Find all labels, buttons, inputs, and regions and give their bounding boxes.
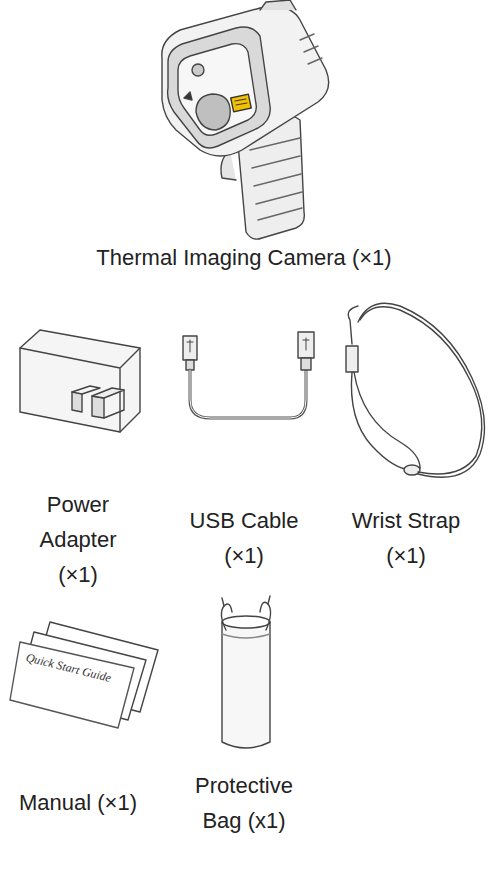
thermal-camera — [162, 0, 329, 239]
item-label: Protective Bag (x1) — [188, 768, 300, 838]
item-label: USB Cable (×1) — [179, 503, 309, 573]
item-label: Thermal Imaging Camera (×1) — [34, 240, 454, 275]
item-label: Manual (×1) — [18, 785, 138, 820]
protective-bag — [221, 596, 270, 748]
item-label: Power Adapter (×1) — [26, 487, 130, 592]
wrist-strap — [346, 303, 485, 477]
usb-cable — [183, 332, 314, 418]
item-label: Wrist Strap (×1) — [336, 503, 476, 573]
manual-cards — [10, 622, 158, 728]
power-adapter — [20, 330, 140, 432]
